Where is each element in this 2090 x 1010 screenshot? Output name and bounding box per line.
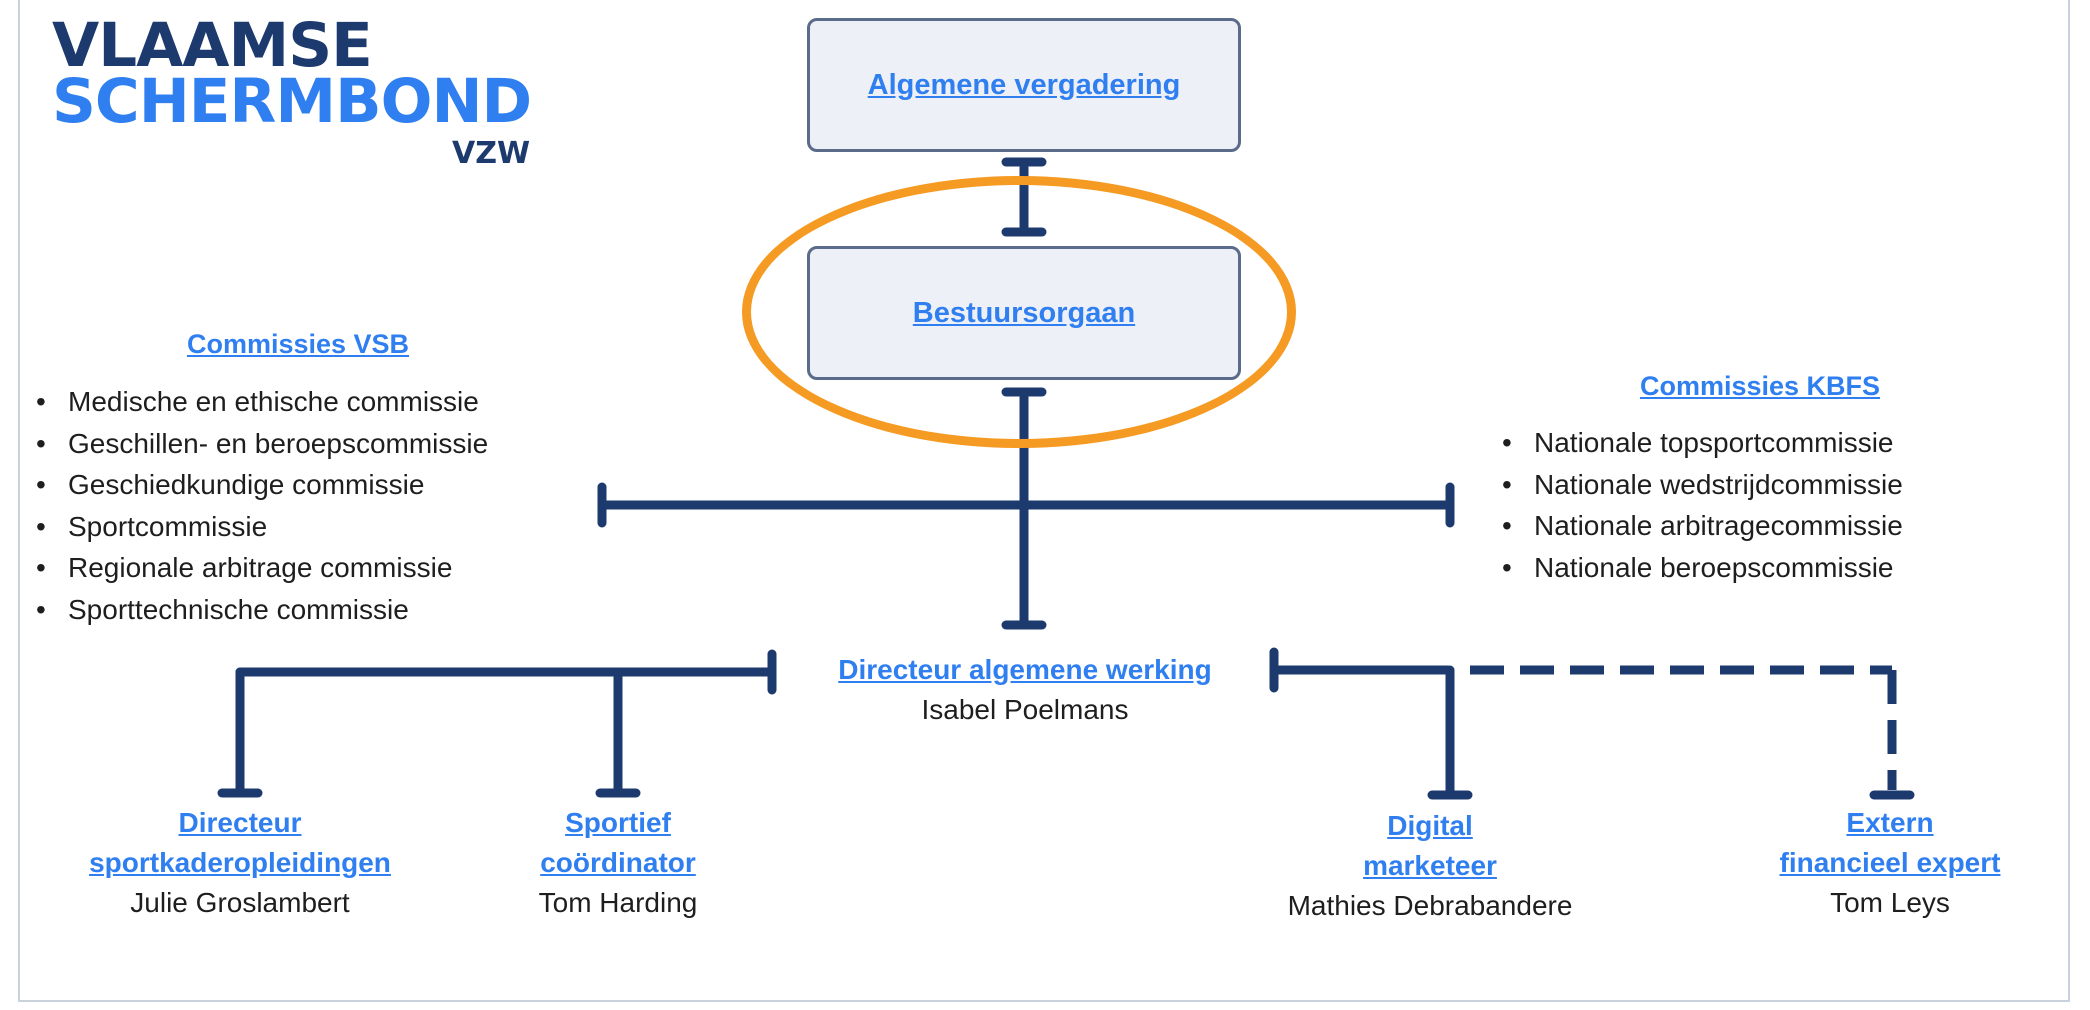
commissies-kbfs-list: Nationale topsportcommissie Nationale we… [1500, 422, 1903, 588]
staff-role-line1[interactable]: Directeur [178, 807, 302, 838]
list-item: Geschillen- en beroepscommissie [34, 423, 488, 465]
staff-role-line2[interactable]: marketeer [1363, 850, 1497, 881]
staff-role-line1[interactable]: Digital [1387, 810, 1473, 841]
staff-role-line2[interactable]: sportkaderopleidingen [89, 847, 391, 878]
list-item: Nationale arbitragecommissie [1500, 505, 1903, 547]
staff-name: Julie Groslambert [130, 887, 350, 918]
staff-role-line1[interactable]: Extern [1846, 807, 1934, 838]
list-item: Medische en ethische commissie [34, 381, 488, 423]
list-item: Sporttechnische commissie [34, 589, 488, 631]
list-item: Sportcommissie [34, 506, 488, 548]
staff-node-sportief: Sportief coördinator Tom Harding [478, 803, 758, 923]
staff-role-line1[interactable]: Sportief [565, 807, 671, 838]
staff-node-digital: Digital marketeer Mathies Debrabandere [1240, 806, 1620, 926]
staff-node-sportkader: Directeur sportkaderopleidingen Julie Gr… [40, 803, 440, 923]
staff-node-extern: Extern financieel expert Tom Leys [1730, 803, 2050, 923]
list-item: Nationale beroepscommissie [1500, 547, 1903, 589]
box-algemene-vergadering[interactable]: Algemene vergadering [807, 18, 1241, 152]
box-label-algemene-vergadering[interactable]: Algemene vergadering [867, 68, 1181, 101]
staff-name: Tom Harding [538, 887, 698, 918]
commissies-vsb-title[interactable]: Commissies VSB [186, 329, 410, 359]
list-item: Geschiedkundige commissie [34, 464, 488, 506]
logo-line-2: SCHERMBOND [52, 66, 532, 137]
diagram-frame [18, 0, 2070, 1002]
logo-suffix: VZW [452, 136, 531, 171]
highlight-ellipse [742, 176, 1296, 448]
list-item: Nationale topsportcommissie [1500, 422, 1903, 464]
staff-name: Tom Leys [1830, 887, 1950, 918]
list-item: Nationale wedstrijdcommissie [1500, 464, 1903, 506]
director-role[interactable]: Directeur algemene werking [838, 654, 1212, 685]
staff-name: Mathies Debrabandere [1287, 890, 1573, 921]
staff-role-line2[interactable]: financieel expert [1779, 847, 2001, 878]
director-node: Directeur algemene werking Isabel Poelma… [790, 650, 1260, 730]
director-name: Isabel Poelmans [921, 694, 1129, 725]
list-item: Regionale arbitrage commissie [34, 547, 488, 589]
commissies-vsb-list: Medische en ethische commissie Geschille… [34, 381, 488, 630]
vsb-logo: VLAAMSE SCHERMBOND VZW [52, 10, 532, 171]
staff-role-line2[interactable]: coördinator [540, 847, 696, 878]
logo-line-1: VLAAMSE [52, 10, 373, 81]
commissies-kbfs-title[interactable]: Commissies KBFS [1639, 371, 1881, 401]
